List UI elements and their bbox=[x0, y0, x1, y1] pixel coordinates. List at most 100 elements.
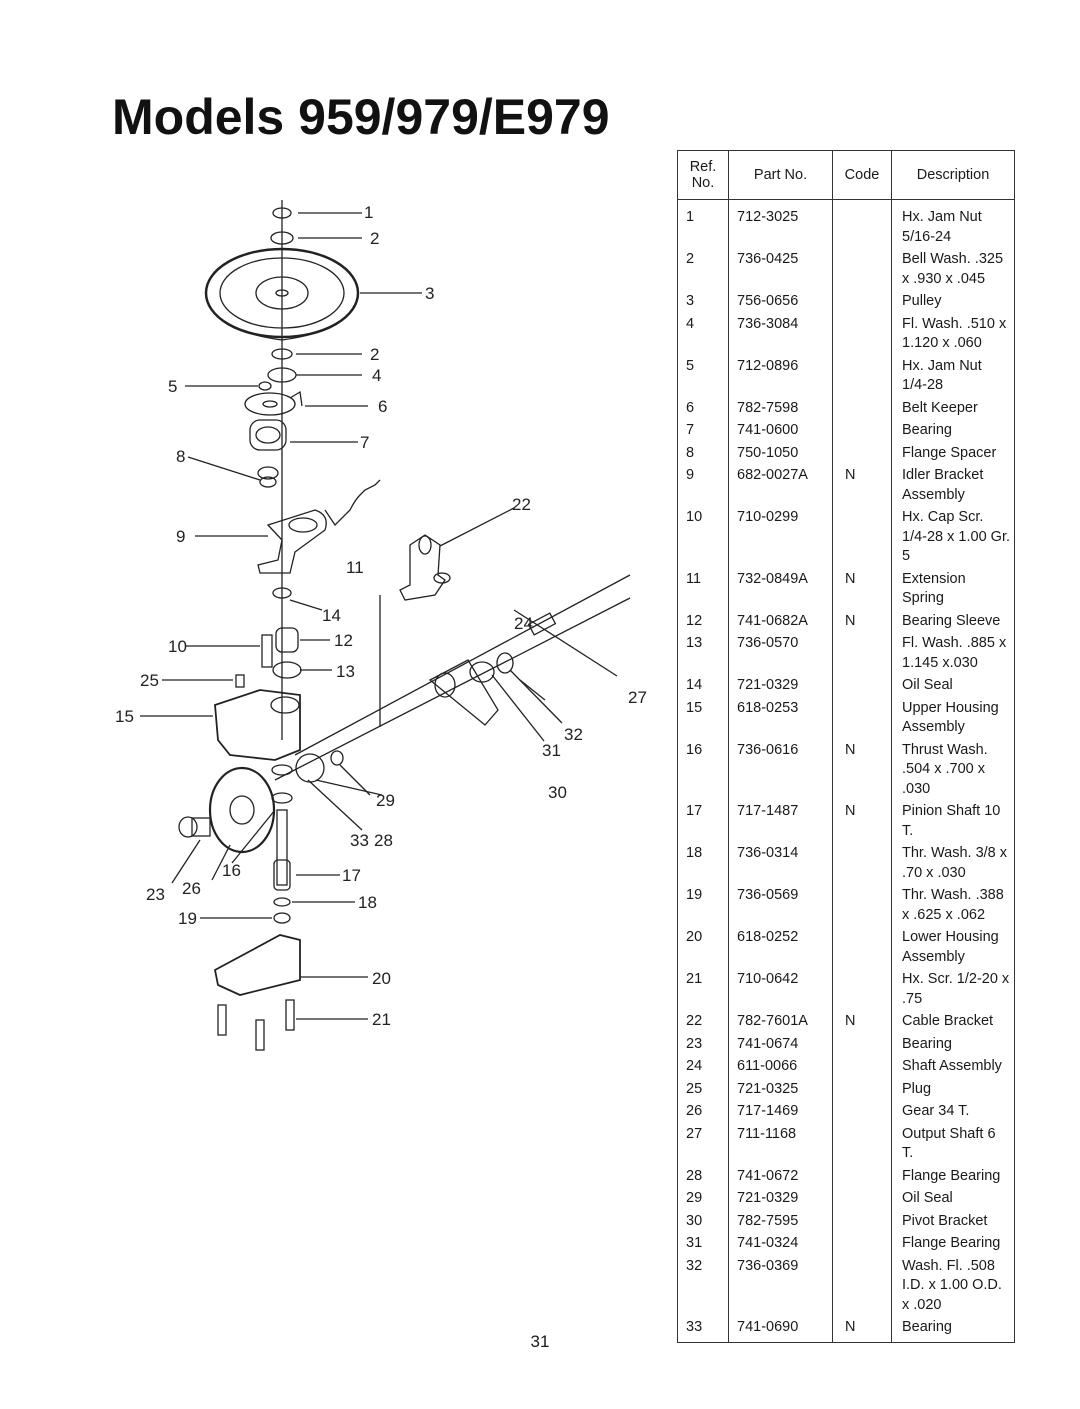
callout-20: 20 bbox=[372, 969, 391, 988]
ref-cell: 1 bbox=[677, 199, 729, 248]
description-cell: Hx. Cap Scr. 1/4-28 x 1.00 Gr. 5 bbox=[891, 506, 1015, 568]
description-cell: Shaft Assembly bbox=[891, 1055, 1015, 1078]
callout-15: 15 bbox=[115, 707, 134, 726]
part-number-cell: 710-0299 bbox=[728, 506, 833, 568]
code-cell: N bbox=[832, 800, 892, 842]
page-number: 31 bbox=[530, 1332, 550, 1351]
callout-12: 12 bbox=[334, 631, 353, 650]
description-cell: Oil Seal bbox=[891, 674, 1015, 697]
part-number-cell: 721-0329 bbox=[728, 1187, 833, 1210]
callout-9: 9 bbox=[176, 527, 185, 546]
ref-cell: 28 bbox=[677, 1164, 729, 1187]
description-cell: Flange Spacer bbox=[891, 441, 1015, 464]
code-cell: N bbox=[832, 738, 892, 800]
callout-11: 11 bbox=[346, 558, 364, 577]
part-number-cell: 736-0570 bbox=[728, 632, 833, 674]
code-cell bbox=[832, 926, 892, 968]
part-number-cell: 712-3025 bbox=[728, 199, 833, 248]
description-cell: Flange Bearing bbox=[891, 1164, 1015, 1187]
code-cell bbox=[832, 1077, 892, 1100]
page-title: Models 959/979/E979 bbox=[112, 89, 610, 145]
ref-cell: 25 bbox=[677, 1077, 729, 1100]
ref-cell: 7 bbox=[677, 419, 729, 442]
description-cell: Pinion Shaft 10 T. bbox=[891, 800, 1015, 842]
code-cell bbox=[832, 696, 892, 739]
header-description: Description bbox=[891, 150, 1015, 200]
description-cell: Oil Seal bbox=[891, 1187, 1015, 1210]
description-cell: Gear 34 T. bbox=[891, 1100, 1015, 1123]
code-cell bbox=[832, 1032, 892, 1055]
part-number-cell: 717-1469 bbox=[728, 1100, 833, 1123]
description-cell: Pulley bbox=[891, 290, 1015, 313]
part-number-cell: 711-1168 bbox=[728, 1122, 833, 1165]
ref-cell: 3 bbox=[677, 290, 729, 313]
exploded-parts-diagram: 1 2 3 2 4 5 6 7 8 22 9 11 14 24 10 12 13… bbox=[100, 180, 670, 1080]
description-cell: Fl. Wash. .885 x 1.145 x.030 bbox=[891, 632, 1015, 674]
code-cell bbox=[832, 396, 892, 419]
callout-18: 18 bbox=[358, 893, 377, 912]
part-number-cell: 782-7595 bbox=[728, 1209, 833, 1232]
callout-4: 4 bbox=[372, 366, 381, 385]
part-number-cell: 736-0369 bbox=[728, 1254, 833, 1316]
part-number-cell: 741-0690 bbox=[728, 1316, 833, 1343]
code-cell bbox=[832, 312, 892, 355]
part-number-cell: 618-0252 bbox=[728, 926, 833, 968]
code-cell bbox=[832, 1164, 892, 1187]
code-cell bbox=[832, 441, 892, 464]
code-cell bbox=[832, 632, 892, 674]
description-cell: Bearing bbox=[891, 1316, 1015, 1343]
description-cell: Hx. Scr. 1/2-20 x .75 bbox=[891, 968, 1015, 1010]
callout-14: 14 bbox=[322, 606, 341, 625]
ref-cell: 27 bbox=[677, 1122, 729, 1165]
callout-30: 30 bbox=[548, 783, 567, 802]
description-cell: Upper Housing Assembly bbox=[891, 696, 1015, 739]
ref-cell: 30 bbox=[677, 1209, 729, 1232]
code-cell: N bbox=[832, 1010, 892, 1033]
part-number-cell: 736-0425 bbox=[728, 248, 833, 290]
ref-cell: 15 bbox=[677, 696, 729, 739]
part-number-cell: 741-0600 bbox=[728, 419, 833, 442]
part-number-cell: 782-7601A bbox=[728, 1010, 833, 1033]
description-cell: Wash. Fl. .508 I.D. x 1.00 O.D. x .020 bbox=[891, 1254, 1015, 1316]
callout-28: 28 bbox=[374, 831, 393, 850]
callout-22: 22 bbox=[512, 495, 531, 514]
code-cell bbox=[832, 506, 892, 568]
ref-cell: 10 bbox=[677, 506, 729, 568]
code-cell bbox=[832, 1055, 892, 1078]
ref-cell: 18 bbox=[677, 842, 729, 884]
callout-5: 5 bbox=[168, 377, 177, 396]
ref-cell: 19 bbox=[677, 884, 729, 926]
callout-3: 3 bbox=[425, 284, 434, 303]
callout-29: 29 bbox=[376, 791, 395, 810]
ref-cell: 13 bbox=[677, 632, 729, 674]
code-cell bbox=[832, 884, 892, 926]
description-cell: Output Shaft 6 T. bbox=[891, 1122, 1015, 1165]
description-cell: Thr. Wash. 3/8 x .70 x .030 bbox=[891, 842, 1015, 884]
description-cell: Hx. Jam Nut 1/4-28 bbox=[891, 354, 1015, 397]
code-cell bbox=[832, 290, 892, 313]
description-cell: Pivot Bracket bbox=[891, 1209, 1015, 1232]
ref-cell: 14 bbox=[677, 674, 729, 697]
code-cell bbox=[832, 419, 892, 442]
idler-bracket-part bbox=[257, 509, 327, 574]
code-cell bbox=[832, 1122, 892, 1165]
